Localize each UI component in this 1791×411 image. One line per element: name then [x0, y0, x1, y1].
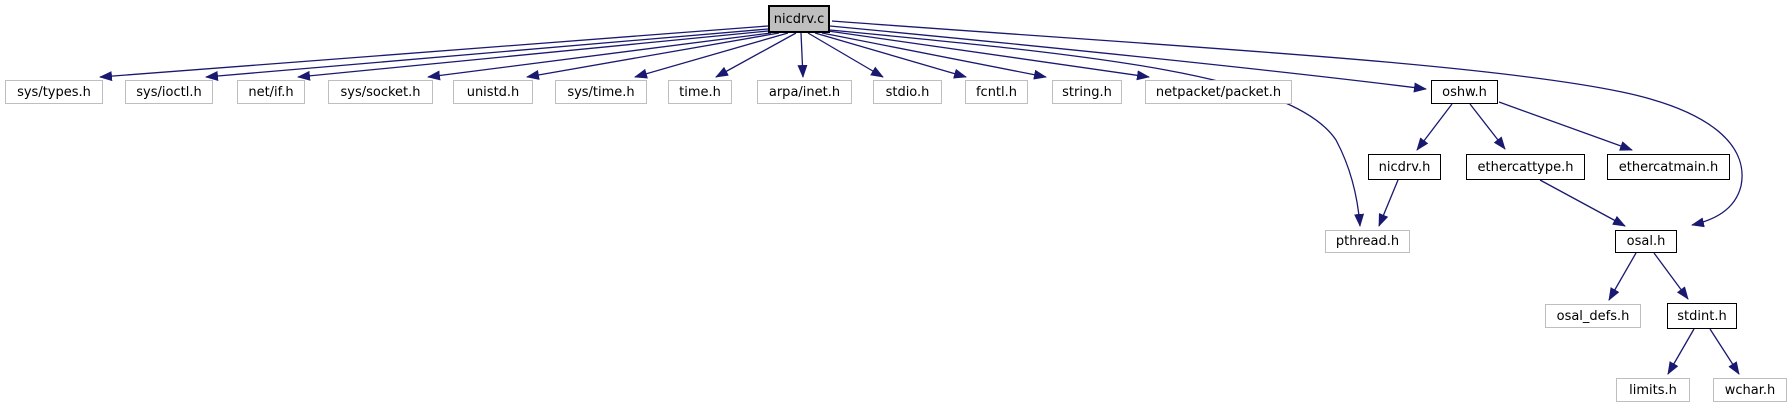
edge-nicdrv-c-to-sys-socket-h — [427, 32, 772, 81]
node-netpacket-packet-h: netpacket/packet.h — [1145, 80, 1292, 104]
edge-oshw-h-to-nicdrv-h — [1416, 103, 1453, 151]
edge-nicdrv-c-to-string-h — [821, 32, 1047, 80]
node-pthread-h: pthread.h — [1325, 230, 1410, 253]
edge-stdint-h-to-wchar-h — [1709, 328, 1740, 375]
edge-oshw-h-to-ethercatmain-h — [1498, 101, 1633, 151]
edge-nicdrv-c-to-osal-h — [831, 20, 1743, 228]
edge-oshw-h-to-ethercattype-h — [1469, 103, 1506, 150]
node-sys-socket-h: sys/socket.h — [328, 80, 433, 104]
edge-nicdrv-c-to-sys-ioctl-h — [205, 28, 769, 81]
edge-nicdrv-c-to-sys-types-h — [99, 25, 769, 82]
node-ethercatmain-h[interactable]: ethercatmain.h — [1607, 154, 1730, 180]
edge-nicdrv-c-to-time-h — [715, 32, 797, 78]
edge-nicdrv-c-to-pthread-h — [829, 29, 1365, 227]
node-net-if-h: net/if.h — [237, 80, 305, 104]
node-sys-time-h: sys/time.h — [555, 80, 647, 104]
edge-nicdrv-c-to-stdio-h — [807, 32, 884, 78]
node-ethercattype-h[interactable]: ethercattype.h — [1466, 154, 1585, 180]
node-stdint-h[interactable]: stdint.h — [1667, 303, 1737, 329]
node-sys-ioctl-h: sys/ioctl.h — [125, 80, 213, 104]
edge-nicdrv-c-to-unistd-h — [526, 32, 780, 80]
node-nicdrv-h[interactable]: nicdrv.h — [1368, 154, 1441, 180]
node-osal-h[interactable]: osal.h — [1615, 230, 1677, 253]
node-arpa-inet-h: arpa/inet.h — [757, 80, 852, 104]
node-string-h: string.h — [1052, 80, 1122, 104]
node-nicdrv-c: nicdrv.c — [768, 5, 830, 33]
node-wchar-h: wchar.h — [1713, 378, 1787, 402]
edge-ethercattype-h-to-osal-h — [1539, 179, 1626, 227]
edge-nicdrv-c-to-net-if-h — [297, 30, 769, 81]
node-oshw-h[interactable]: oshw.h — [1431, 80, 1498, 104]
node-sys-types-h: sys/types.h — [5, 80, 103, 104]
edge-nicdrv-c-to-netpacket-packet-h — [827, 30, 1150, 81]
node-limits-h: limits.h — [1616, 378, 1690, 402]
node-time-h: time.h — [668, 80, 732, 104]
edge-osal-h-to-osal-defs-h — [1608, 252, 1637, 301]
edge-osal-h-to-stdint-h — [1653, 252, 1689, 300]
node-stdio-h: stdio.h — [873, 80, 942, 104]
edge-nicdrv-h-to-pthread-h — [1378, 179, 1399, 227]
node-unistd-h: unistd.h — [453, 80, 533, 104]
node-fcntl-h: fcntl.h — [965, 80, 1028, 104]
edge-nicdrv-c-to-arpa-inet-h — [797, 32, 808, 78]
edge-stdint-h-to-limits-h — [1667, 328, 1695, 375]
node-osal-defs-h: osal_defs.h — [1545, 304, 1641, 328]
edge-nicdrv-c-to-fcntl-h — [814, 32, 967, 79]
edge-nicdrv-c-to-sys-time-h — [634, 32, 789, 79]
